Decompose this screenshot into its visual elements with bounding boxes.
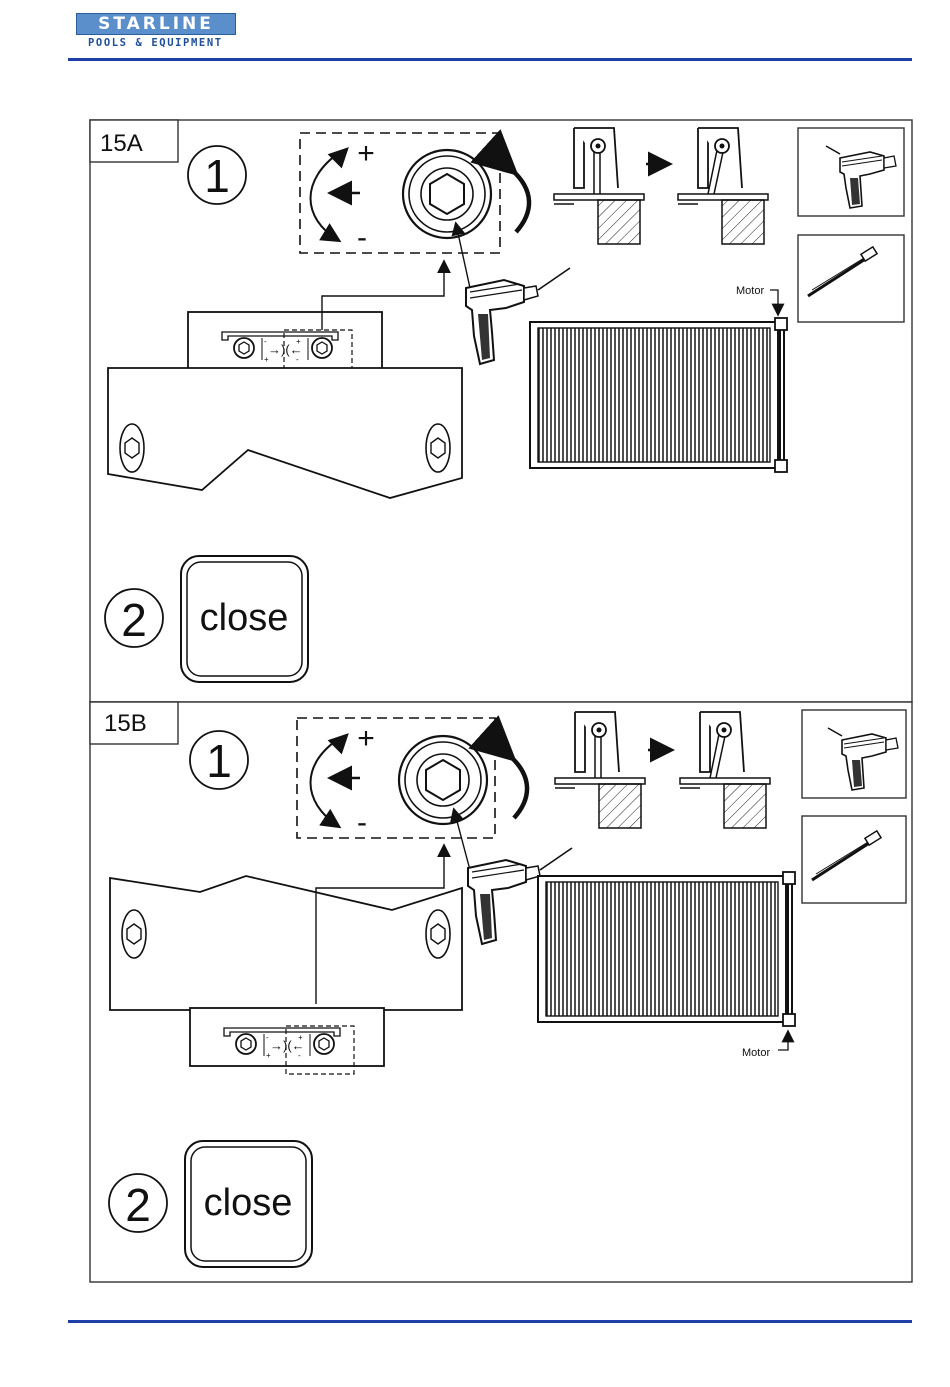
panel-id-15b: 15B (104, 710, 147, 737)
step-1-number-15a: 1 (204, 150, 230, 202)
plus-label-15a: + (357, 137, 375, 170)
close-label-15b: close (204, 1182, 293, 1224)
panel-id-15a: 15A (100, 130, 143, 157)
step-1-number-15b: 1 (206, 735, 232, 787)
motor-label-15a: Motor (736, 285, 764, 297)
minus-label-15b: - (357, 806, 367, 839)
motor-label-15b: Motor (742, 1047, 770, 1059)
panel-15a: 15A 1 + - Motor (90, 120, 912, 702)
step-2-number-15a: 2 (121, 594, 147, 646)
panel-15b: 15B 1 + - Motor 2 close (90, 702, 912, 1282)
step-2-number-15b: 2 (125, 1179, 151, 1231)
close-label-15a: close (200, 597, 289, 639)
minus-label-15a: - (357, 221, 367, 254)
plus-label-15b: + (357, 722, 375, 755)
